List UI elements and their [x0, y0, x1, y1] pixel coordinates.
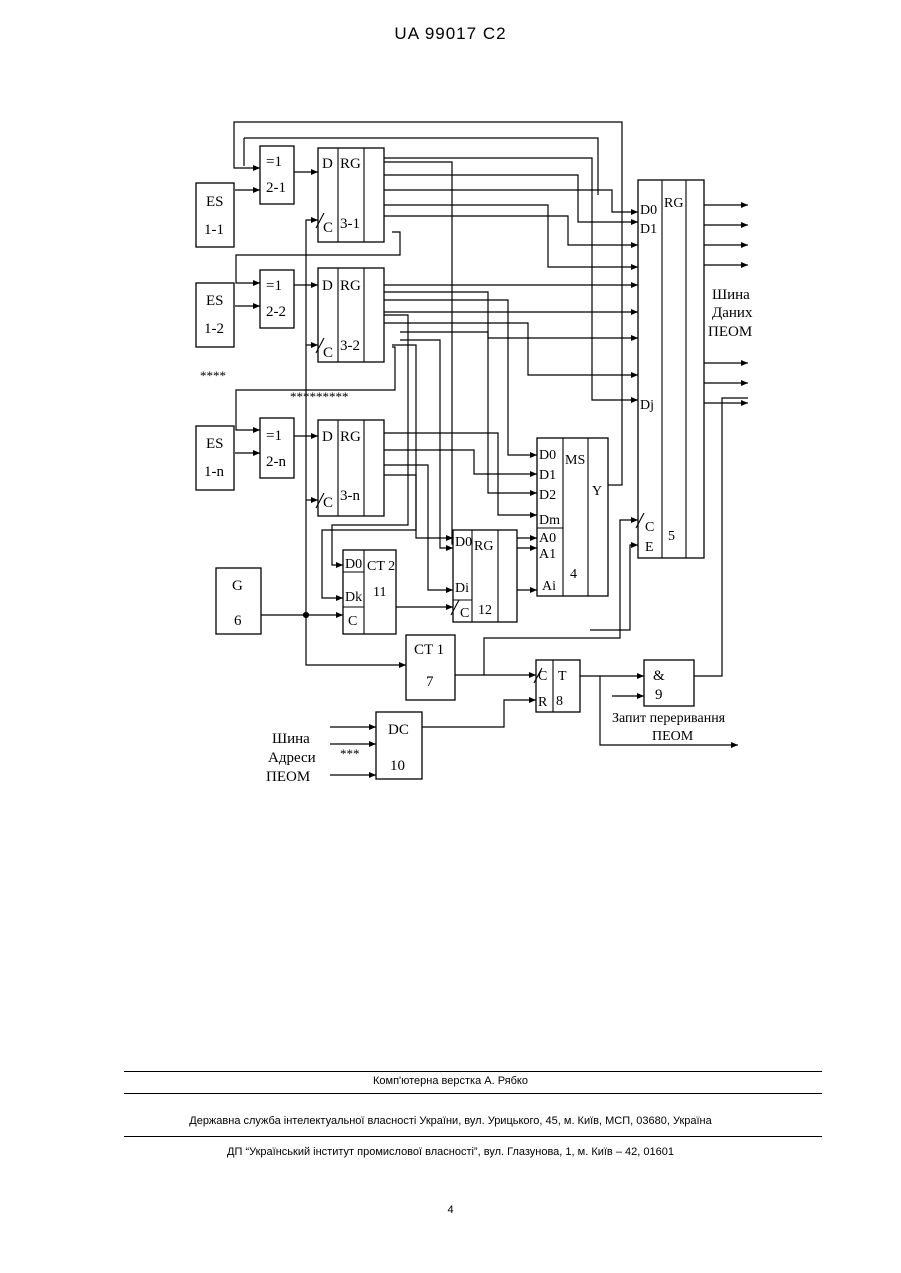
data-bus-label-2: Даних [712, 305, 753, 321]
rg-3-1-c: C [323, 220, 333, 236]
rg-3-2-type: RG [340, 278, 361, 294]
addr-bus-label-1: Шина [272, 731, 310, 747]
footer-layout-credit: Комп'ютерна верстка А. Рябко [0, 1075, 901, 1087]
ms-a0: A0 [539, 531, 556, 546]
es-1-n-num: 1-n [204, 464, 224, 480]
ellipsis-address: *** [340, 746, 360, 761]
rg5-dj: Dj [640, 398, 654, 413]
xor-2-n-label: =1 [266, 428, 282, 444]
ms-ai: Ai [542, 579, 556, 594]
ms-y: Y [592, 484, 602, 499]
interrupt-label-2: ПЕОМ [652, 729, 694, 744]
rg12-di: Di [455, 581, 469, 596]
ms-d0: D0 [539, 448, 556, 463]
generator-label: G [232, 578, 243, 594]
ms-num: 4 [570, 567, 577, 582]
generator-num: 6 [234, 613, 242, 629]
trigger-r: R [538, 695, 548, 710]
and-gate-9-block [644, 660, 694, 706]
rg-3-1-d: D [322, 156, 333, 172]
ellipsis-es: **** [200, 368, 226, 383]
es-1-n-label: ES [206, 436, 224, 452]
rg12-d0: D0 [455, 535, 472, 550]
es-1-2-label: ES [206, 293, 224, 309]
dc-num: 10 [390, 758, 405, 774]
ms-a1: A1 [539, 547, 556, 562]
rg-3-1-type: RG [340, 156, 361, 172]
ct2-num: 11 [373, 585, 386, 600]
rg5-e: E [645, 540, 654, 555]
footer-divider-1 [124, 1071, 822, 1072]
xor-2-2-num: 2-2 [266, 304, 286, 320]
ms-d2: D2 [539, 488, 556, 503]
rg12-num: 12 [478, 603, 492, 618]
ellipsis-middle: ********* [290, 389, 349, 404]
es-1-1-label: ES [206, 194, 224, 210]
ct2-d0: D0 [345, 557, 362, 572]
rg-3-n-c: C [323, 495, 333, 511]
trigger-num: 8 [556, 694, 563, 709]
ct2-type: CT 2 [367, 559, 395, 574]
footer-divider-3 [124, 1136, 822, 1137]
es-1-1-num: 1-1 [204, 222, 224, 238]
rg5-type: RG [664, 196, 683, 211]
rg-3-n-type: RG [340, 429, 361, 445]
ct1-num: 7 [426, 674, 434, 690]
footer-patent-office: Державна служба інтелектуальної власност… [0, 1115, 901, 1127]
rg12-c: C [460, 606, 469, 621]
rg5-d0: D0 [640, 203, 657, 218]
data-bus-label-1: Шина [712, 287, 750, 303]
footer-institute: ДП “Український інститут промислової вла… [0, 1146, 901, 1158]
trigger-c: C [538, 669, 547, 684]
ms-d1: D1 [539, 468, 556, 483]
dc-label: DC [388, 722, 409, 738]
and-label: & [653, 668, 665, 684]
rg-3-2-c: C [323, 345, 333, 361]
xor-2-n-num: 2-n [266, 454, 286, 470]
ms-type: MS [565, 453, 585, 468]
xor-2-2-label: =1 [266, 278, 282, 294]
rg-3-n-num: 3-n [340, 488, 360, 504]
rg-3-n-d: D [322, 429, 333, 445]
rg-3-1-num: 3-1 [340, 216, 360, 232]
rg5-d1: D1 [640, 222, 657, 237]
ms-dm: Dm [539, 513, 560, 528]
rg5-c: C [645, 520, 654, 535]
addr-bus-label-3: ПЕОМ [266, 769, 310, 785]
ct1-label: CT 1 [414, 642, 444, 658]
page-number: 4 [0, 1204, 901, 1216]
rg5-num: 5 [668, 529, 675, 544]
es-1-2-num: 1-2 [204, 321, 224, 337]
addr-bus-label-2: Адреси [268, 750, 316, 766]
ct2-c: C [348, 614, 357, 629]
footer-divider-2 [124, 1093, 822, 1094]
xor-2-1-label: =1 [266, 154, 282, 170]
data-bus-label-3: ПЕОМ [708, 324, 752, 340]
interrupt-label-1: Запит переривання [612, 711, 726, 726]
xor-2-1-num: 2-1 [266, 180, 286, 196]
ct2-dk: Dk [345, 590, 362, 605]
rg-3-2-num: 3-2 [340, 338, 360, 354]
and-num: 9 [655, 687, 663, 703]
trigger-type: T [558, 669, 567, 684]
rg12-type: RG [474, 539, 493, 554]
rg-3-2-d: D [322, 278, 333, 294]
